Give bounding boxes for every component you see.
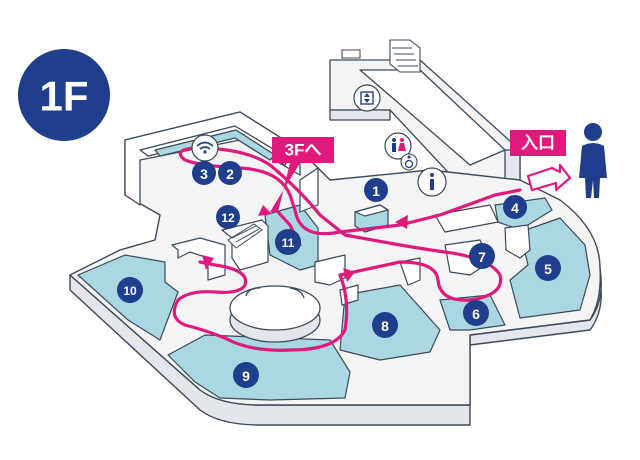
- information-icon: [417, 167, 447, 197]
- restroom-icon: [384, 132, 412, 160]
- svg-text:6: 6: [472, 306, 480, 322]
- marker-4[interactable]: 4: [503, 195, 527, 219]
- svg-text:4: 4: [511, 200, 519, 216]
- svg-text:7: 7: [478, 249, 486, 265]
- marker-1[interactable]: 1: [364, 178, 388, 202]
- floor-badge: 1F: [18, 49, 110, 141]
- marker-12[interactable]: 12: [216, 205, 240, 229]
- room-2-3: [124, 111, 301, 206]
- svg-text:9: 9: [242, 368, 250, 384]
- floor-label: 1F: [39, 73, 88, 120]
- stairs-label: 3Fへ: [285, 141, 322, 160]
- marker-5[interactable]: 5: [535, 255, 561, 281]
- svg-text:1: 1: [372, 183, 380, 199]
- marker-7[interactable]: 7: [469, 243, 495, 269]
- person-icon: [579, 123, 607, 198]
- marker-3[interactable]: 3: [192, 161, 216, 185]
- central-stage: [229, 285, 321, 343]
- marker-10[interactable]: 10: [117, 277, 143, 303]
- marker-2[interactable]: 2: [218, 161, 242, 185]
- marker-8[interactable]: 8: [372, 312, 398, 338]
- entrance-arrow: [526, 163, 572, 192]
- marker-11[interactable]: 11: [275, 229, 301, 255]
- entrance-label: 入口: [521, 134, 555, 153]
- upper-building: [329, 59, 521, 186]
- wifi-icon: [191, 134, 219, 162]
- stairs-to-3f: [227, 223, 263, 249]
- entrance-tag: 入口: [510, 130, 566, 156]
- svg-text:11: 11: [282, 236, 295, 250]
- svg-text:2: 2: [226, 166, 234, 182]
- svg-text:10: 10: [123, 284, 137, 298]
- route-arrows: [202, 205, 408, 282]
- marker-6[interactable]: 6: [463, 300, 489, 326]
- info-desk: [354, 204, 389, 233]
- marker-9[interactable]: 9: [233, 362, 259, 388]
- exhibit-rooms: [77, 197, 591, 401]
- svg-text:3: 3: [200, 166, 208, 182]
- stairs-tag: 3Fへ: [270, 137, 334, 212]
- svg-text:8: 8: [381, 318, 389, 334]
- wheelchair-icon: [400, 153, 418, 171]
- svg-text:5: 5: [544, 261, 552, 277]
- svg-text:12: 12: [221, 211, 235, 225]
- elevator-icon: [353, 84, 381, 112]
- stairs-icon: [341, 39, 421, 73]
